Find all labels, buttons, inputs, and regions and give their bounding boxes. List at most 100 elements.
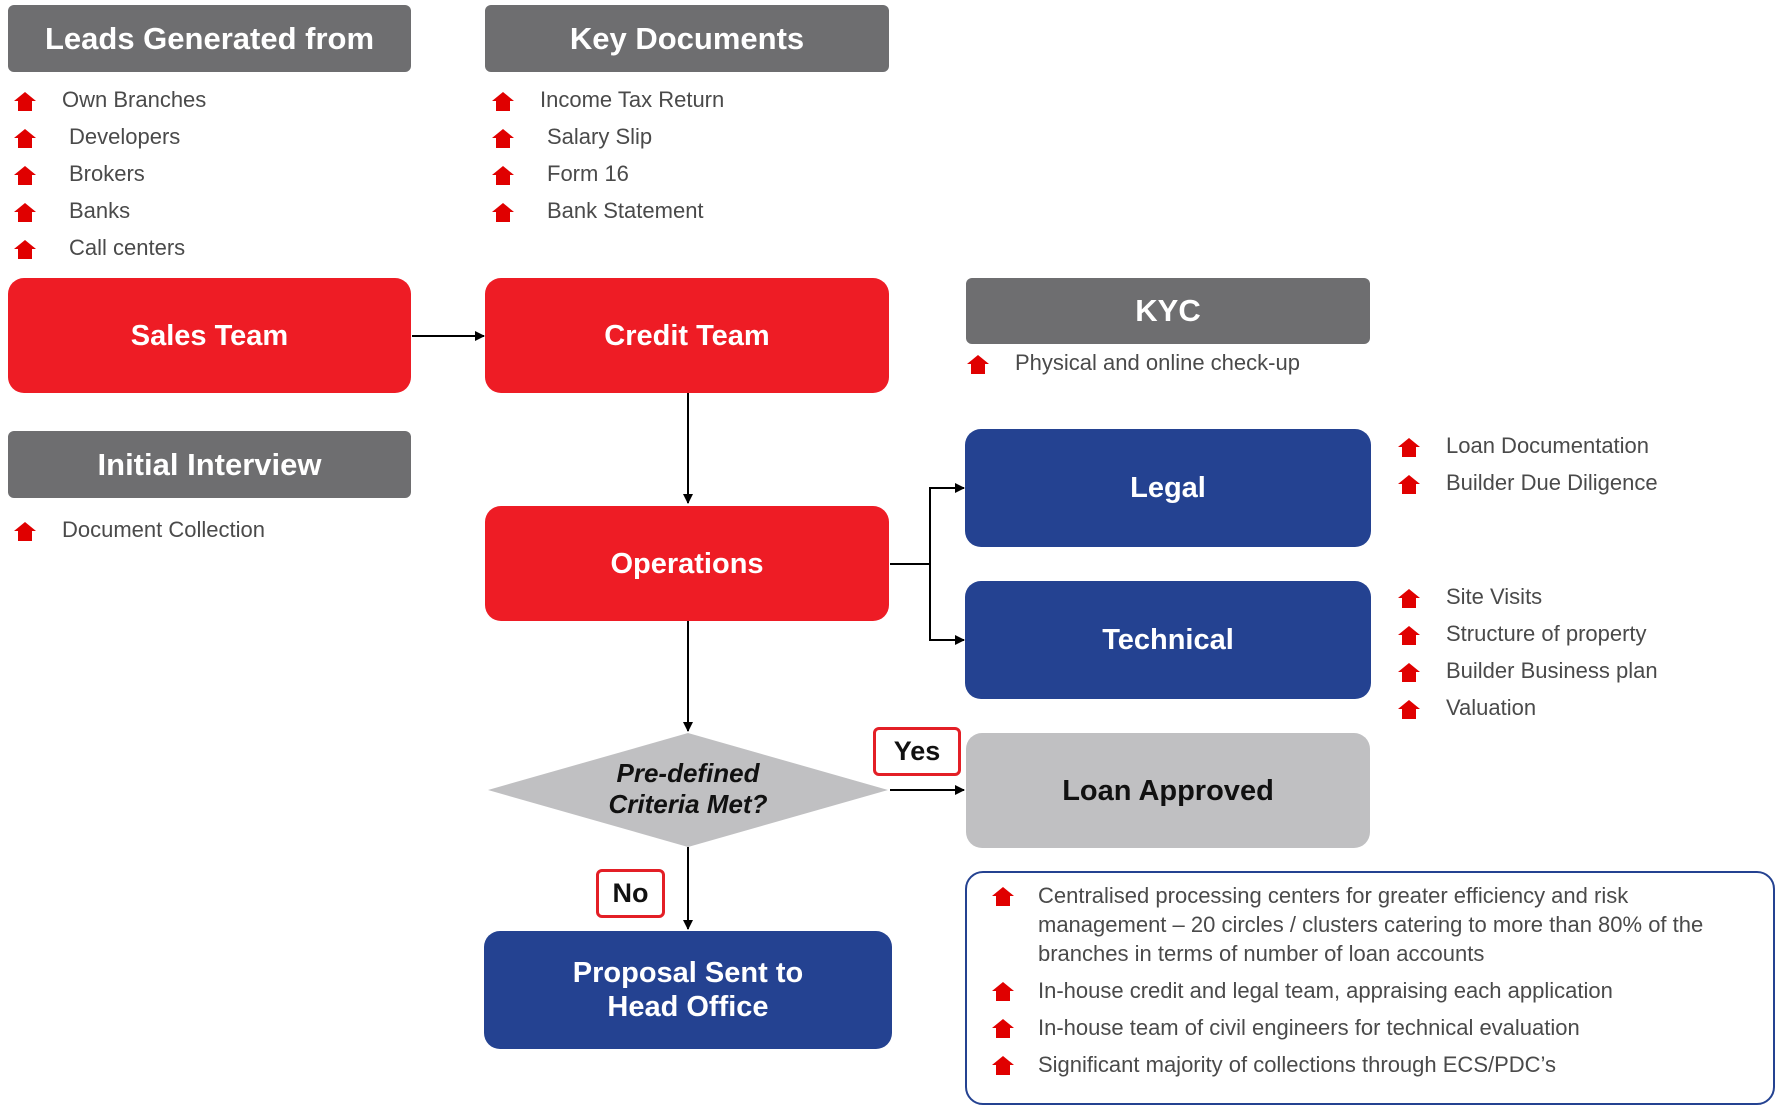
- kyc-check-up: Physical and online check-up: [1015, 350, 1300, 375]
- list-item: Own Branches: [14, 86, 207, 123]
- list-item: Physical and online check-up: [967, 349, 1300, 386]
- arrow-operations-to-technical: [929, 564, 965, 645]
- list-item: Loan Documentation: [1398, 432, 1658, 469]
- kyc-header: KYC: [966, 278, 1370, 344]
- home-icon: [492, 203, 514, 222]
- home-icon: [492, 166, 514, 185]
- notes-list: Centralised processing centers for great…: [992, 881, 1758, 1087]
- list-item: Bank Statement: [492, 197, 724, 234]
- legal-list: Loan Documentation Builder Due Diligence: [1398, 432, 1658, 506]
- home-icon: [14, 166, 36, 185]
- technical-list: Site Visits Structure of property Builde…: [1398, 583, 1658, 731]
- initial-interview-title: Initial Interview: [97, 446, 322, 482]
- proposal-box: Proposal Sent to Head Office: [484, 931, 892, 1049]
- leads-header: Leads Generated from: [8, 5, 411, 72]
- decision-line-2: Criteria Met?: [608, 789, 768, 819]
- home-icon: [1398, 663, 1420, 682]
- decision-text: Pre-defined Criteria Met?: [568, 758, 808, 820]
- yes-tag: Yes: [873, 727, 961, 776]
- note-text: In-house credit and legal team, appraisi…: [1038, 978, 1613, 1003]
- operations-label: Operations: [610, 547, 764, 580]
- technical-site-visits: Site Visits: [1446, 584, 1543, 609]
- note-text: In-house team of civil engineers for tec…: [1038, 1015, 1580, 1040]
- lead-brokers: Brokers: [69, 161, 145, 186]
- technical-label: Technical: [1102, 624, 1234, 656]
- lead-call-centers: Call centers: [69, 235, 186, 260]
- documents-header: Key Documents: [485, 5, 889, 72]
- list-item: Structure of property: [1398, 620, 1658, 657]
- note-item: Centralised processing centers for great…: [992, 881, 1758, 968]
- legal-label: Legal: [1130, 472, 1206, 504]
- no-tag: No: [596, 869, 665, 918]
- list-item: Income Tax Return: [492, 86, 725, 123]
- leads-title: Leads Generated from: [44, 20, 375, 56]
- proposal-line-1: Proposal Sent to: [572, 957, 804, 989]
- list-item: Call centers: [14, 234, 206, 271]
- list-item: Brokers: [14, 160, 206, 197]
- home-icon: [1398, 626, 1420, 645]
- legal-loan-documentation: Loan Documentation: [1446, 433, 1650, 458]
- list-item: Developers: [14, 123, 206, 160]
- initial-interview-list: Document Collection: [14, 516, 265, 553]
- home-icon: [14, 203, 36, 222]
- lead-own-branches: Own Branches: [62, 87, 207, 112]
- list-item: Salary Slip: [492, 123, 724, 160]
- lead-banks: Banks: [69, 198, 131, 223]
- proposal-line-2: Head Office: [607, 991, 769, 1023]
- legal-box: Legal: [965, 429, 1371, 547]
- home-icon: [14, 522, 36, 541]
- note-text: Centralised processing centers for great…: [1038, 883, 1704, 966]
- home-icon: [992, 982, 1014, 1001]
- credit-team-box: Credit Team: [485, 278, 889, 393]
- list-item: Form 16: [492, 160, 724, 197]
- list-item: Builder Business plan: [1398, 657, 1658, 694]
- home-icon: [1398, 438, 1420, 457]
- note-text: Significant majority of collections thro…: [1038, 1052, 1557, 1077]
- home-icon: [1398, 700, 1420, 719]
- doc-form-16: Form 16: [547, 161, 629, 186]
- technical-box: Technical: [965, 581, 1371, 699]
- home-icon: [492, 129, 514, 148]
- home-icon: [992, 1056, 1014, 1075]
- arrow-operations-to-legal: [929, 483, 965, 564]
- note-item: In-house team of civil engineers for tec…: [992, 1013, 1758, 1042]
- lead-developers: Developers: [69, 124, 181, 149]
- home-icon: [992, 1019, 1014, 1038]
- sales-team-box: Sales Team: [8, 278, 411, 393]
- documents-list: Income Tax Return Salary Slip Form 16 Ba…: [492, 86, 725, 234]
- home-icon: [492, 92, 514, 111]
- doc-bank-statement: Bank Statement: [547, 198, 704, 223]
- home-icon: [992, 887, 1014, 906]
- list-item: Site Visits: [1398, 583, 1658, 620]
- technical-valuation: Valuation: [1446, 695, 1537, 720]
- kyc-title: KYC: [1135, 293, 1201, 328]
- kyc-list: Physical and online check-up: [967, 349, 1300, 386]
- note-item: In-house credit and legal team, appraisi…: [992, 976, 1758, 1005]
- document-collection: Document Collection: [62, 517, 265, 542]
- technical-structure-of-property: Structure of property: [1446, 621, 1647, 646]
- home-icon: [14, 92, 36, 111]
- home-icon: [967, 355, 989, 374]
- list-item: Banks: [14, 197, 206, 234]
- list-item: Builder Due Diligence: [1398, 469, 1658, 506]
- decision-diamond: [488, 733, 888, 847]
- note-item: Significant majority of collections thro…: [992, 1050, 1758, 1079]
- documents-title: Key Documents: [569, 20, 805, 56]
- yes-label: Yes: [893, 736, 941, 766]
- leads-list: Own Branches Developers Brokers Banks Ca…: [14, 86, 207, 271]
- technical-builder-business-plan: Builder Business plan: [1446, 658, 1658, 683]
- proposal-text: Proposal Sent to Head Office: [573, 956, 803, 1024]
- loan-approved-label: Loan Approved: [1062, 774, 1274, 807]
- home-icon: [1398, 475, 1420, 494]
- initial-interview-header: Initial Interview: [8, 431, 411, 498]
- home-icon: [1398, 589, 1420, 608]
- operations-box: Operations: [485, 506, 889, 621]
- doc-income-tax-return: Income Tax Return: [540, 87, 725, 112]
- home-icon: [14, 129, 36, 148]
- no-label: No: [612, 878, 649, 908]
- loan-approved-box: Loan Approved: [966, 733, 1370, 848]
- list-item: Valuation: [1398, 694, 1658, 731]
- home-icon: [14, 240, 36, 259]
- decision-line-1: Pre-defined: [616, 758, 760, 788]
- legal-builder-due-diligence: Builder Due Diligence: [1446, 470, 1658, 495]
